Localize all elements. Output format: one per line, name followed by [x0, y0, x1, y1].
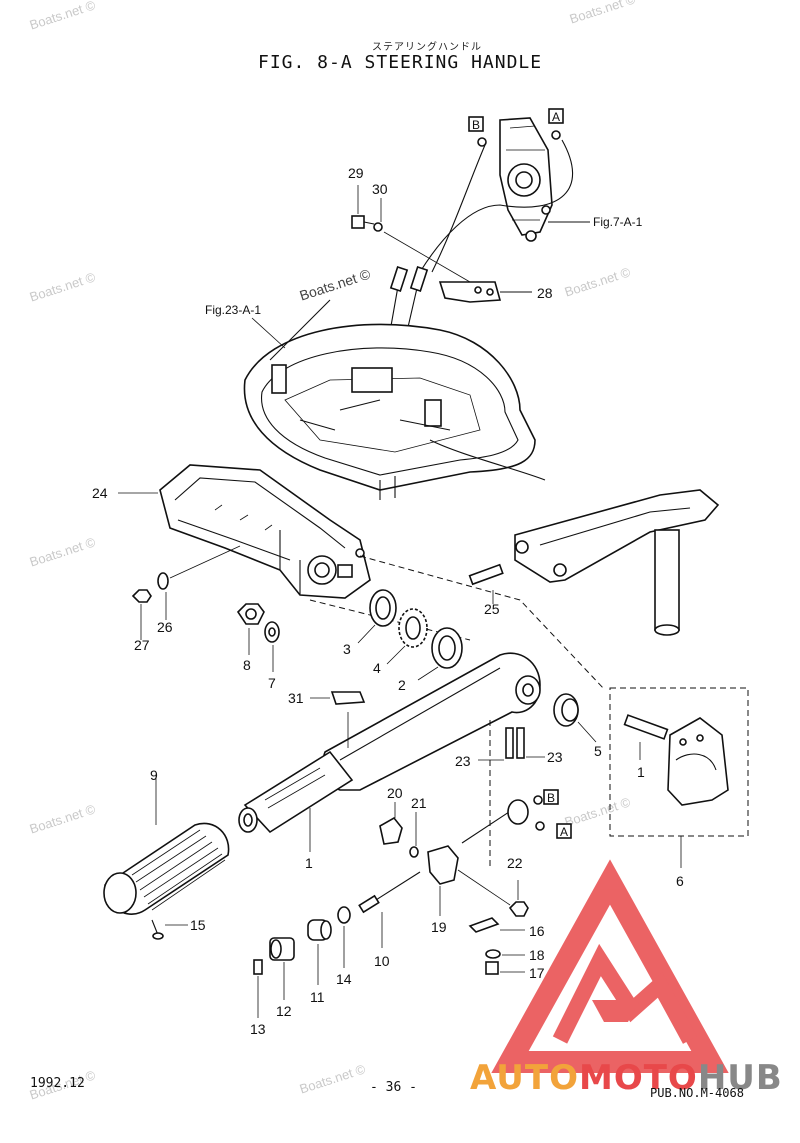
bottom-cowling-pan — [243, 299, 546, 500]
ref-box-b-bottom — [543, 789, 559, 805]
nut-27 — [131, 589, 152, 640]
bushing-14 — [337, 906, 351, 968]
ref-box-a-top — [548, 108, 564, 124]
callout-23-right: 23 — [547, 749, 563, 765]
cable-bracket-assembly — [419, 117, 590, 273]
kit-6-box — [609, 687, 749, 837]
callout-18: 18 — [529, 947, 545, 963]
plate-31 — [310, 691, 366, 705]
callout-1: 1 — [305, 855, 313, 871]
ref-box-b-top — [468, 116, 484, 132]
callout-3: 3 — [343, 641, 351, 657]
callout-30: 30 — [372, 181, 388, 197]
friction-knob-20 — [379, 802, 403, 845]
callout-21: 21 — [411, 795, 427, 811]
throttle-rod-10 — [358, 871, 421, 948]
bushing-11 — [307, 919, 332, 985]
pin-23 — [478, 720, 545, 870]
screw-15 — [151, 919, 188, 940]
callout-22: 22 — [507, 855, 523, 871]
callout-15: 15 — [190, 917, 206, 933]
callout-8: 8 — [243, 657, 251, 673]
automotohub-logo-mark — [491, 859, 729, 1073]
ref-label-b: B — [472, 118, 480, 132]
callout-20: 20 — [387, 785, 403, 801]
callout-5: 5 — [594, 743, 602, 759]
callout-2: 2 — [398, 677, 406, 693]
collar-12 — [269, 937, 295, 1000]
ref-fig7: Fig.7-A-1 — [593, 215, 643, 229]
friction-plate-4 — [386, 608, 428, 665]
callout-9: 9 — [150, 767, 158, 783]
screw-17 — [485, 961, 525, 975]
footer-date: 1992.12 — [30, 1076, 85, 1091]
washer-18 — [485, 949, 525, 959]
footer-page-number: - 36 - — [370, 1080, 417, 1095]
callout-24: 24 — [92, 485, 108, 501]
callout-16: 16 — [529, 923, 545, 939]
logo-text-auto: AUTO — [470, 1058, 579, 1098]
callout-26: 26 — [157, 619, 173, 635]
logo-text-hub: HUB — [697, 1058, 783, 1098]
washer-2 — [417, 627, 463, 681]
callout-12: 12 — [276, 1003, 292, 1019]
throttle-shaft-assembly — [461, 795, 545, 844]
callout-19: 19 — [431, 919, 447, 935]
collar-5 — [553, 693, 597, 743]
washer-30 — [373, 222, 383, 232]
ref-box-a-bottom — [556, 823, 572, 839]
nut-22 — [508, 880, 529, 917]
callout-31: 31 — [288, 690, 304, 706]
washer-7 — [264, 621, 280, 672]
swivel-bracket-arm — [514, 489, 720, 636]
callout-23-left: 23 — [455, 753, 471, 769]
bolt-29 — [351, 215, 375, 229]
figure-title: FIG. 8-A STEERING HANDLE — [258, 52, 543, 73]
callout-4: 4 — [373, 660, 381, 676]
callout-1-kit: 1 — [637, 764, 645, 780]
ref-label-a: A — [560, 825, 568, 839]
callout-6: 6 — [676, 873, 684, 889]
callout-11: 11 — [310, 989, 325, 1005]
callout-29: 29 — [348, 165, 364, 181]
throttle-grip-9 — [103, 775, 230, 915]
callout-27: 27 — [134, 637, 150, 653]
throttle-lever-19 — [427, 845, 459, 916]
callout-28: 28 — [537, 285, 553, 301]
automotohub-logo-text: AUTOMOTOHUB — [470, 1058, 783, 1098]
bracket-kit-6 — [667, 717, 729, 806]
set-screw-13 — [253, 959, 263, 1018]
steering-bracket-24 — [159, 464, 371, 599]
callout-13: 13 — [250, 1021, 266, 1037]
cable-bracket-28 — [438, 281, 532, 303]
washer-3 — [357, 589, 397, 644]
footer-pub-number: PUB.NO.M-4068 — [650, 1086, 744, 1100]
nut-8 — [236, 603, 265, 655]
ref-label-b: B — [547, 791, 555, 805]
callout-25: 25 — [484, 601, 500, 617]
ref-fig23: Fig.23-A-1 — [205, 303, 261, 317]
pin-25 — [468, 563, 504, 604]
callout-7: 7 — [268, 675, 276, 691]
plate-16 — [468, 917, 525, 933]
japanese-title: ステアリングハンドル — [372, 42, 482, 53]
callout-14: 14 — [336, 971, 352, 987]
ref-label-a: A — [552, 110, 560, 124]
callout-10: 10 — [374, 953, 390, 969]
steering-handle-1 — [238, 652, 541, 852]
washer-26 — [157, 572, 169, 620]
bolt-1-kit — [623, 714, 669, 760]
callout-17: 17 — [529, 965, 545, 981]
washer-21 — [409, 812, 419, 858]
logo-text-moto: MOTO — [578, 1058, 698, 1098]
